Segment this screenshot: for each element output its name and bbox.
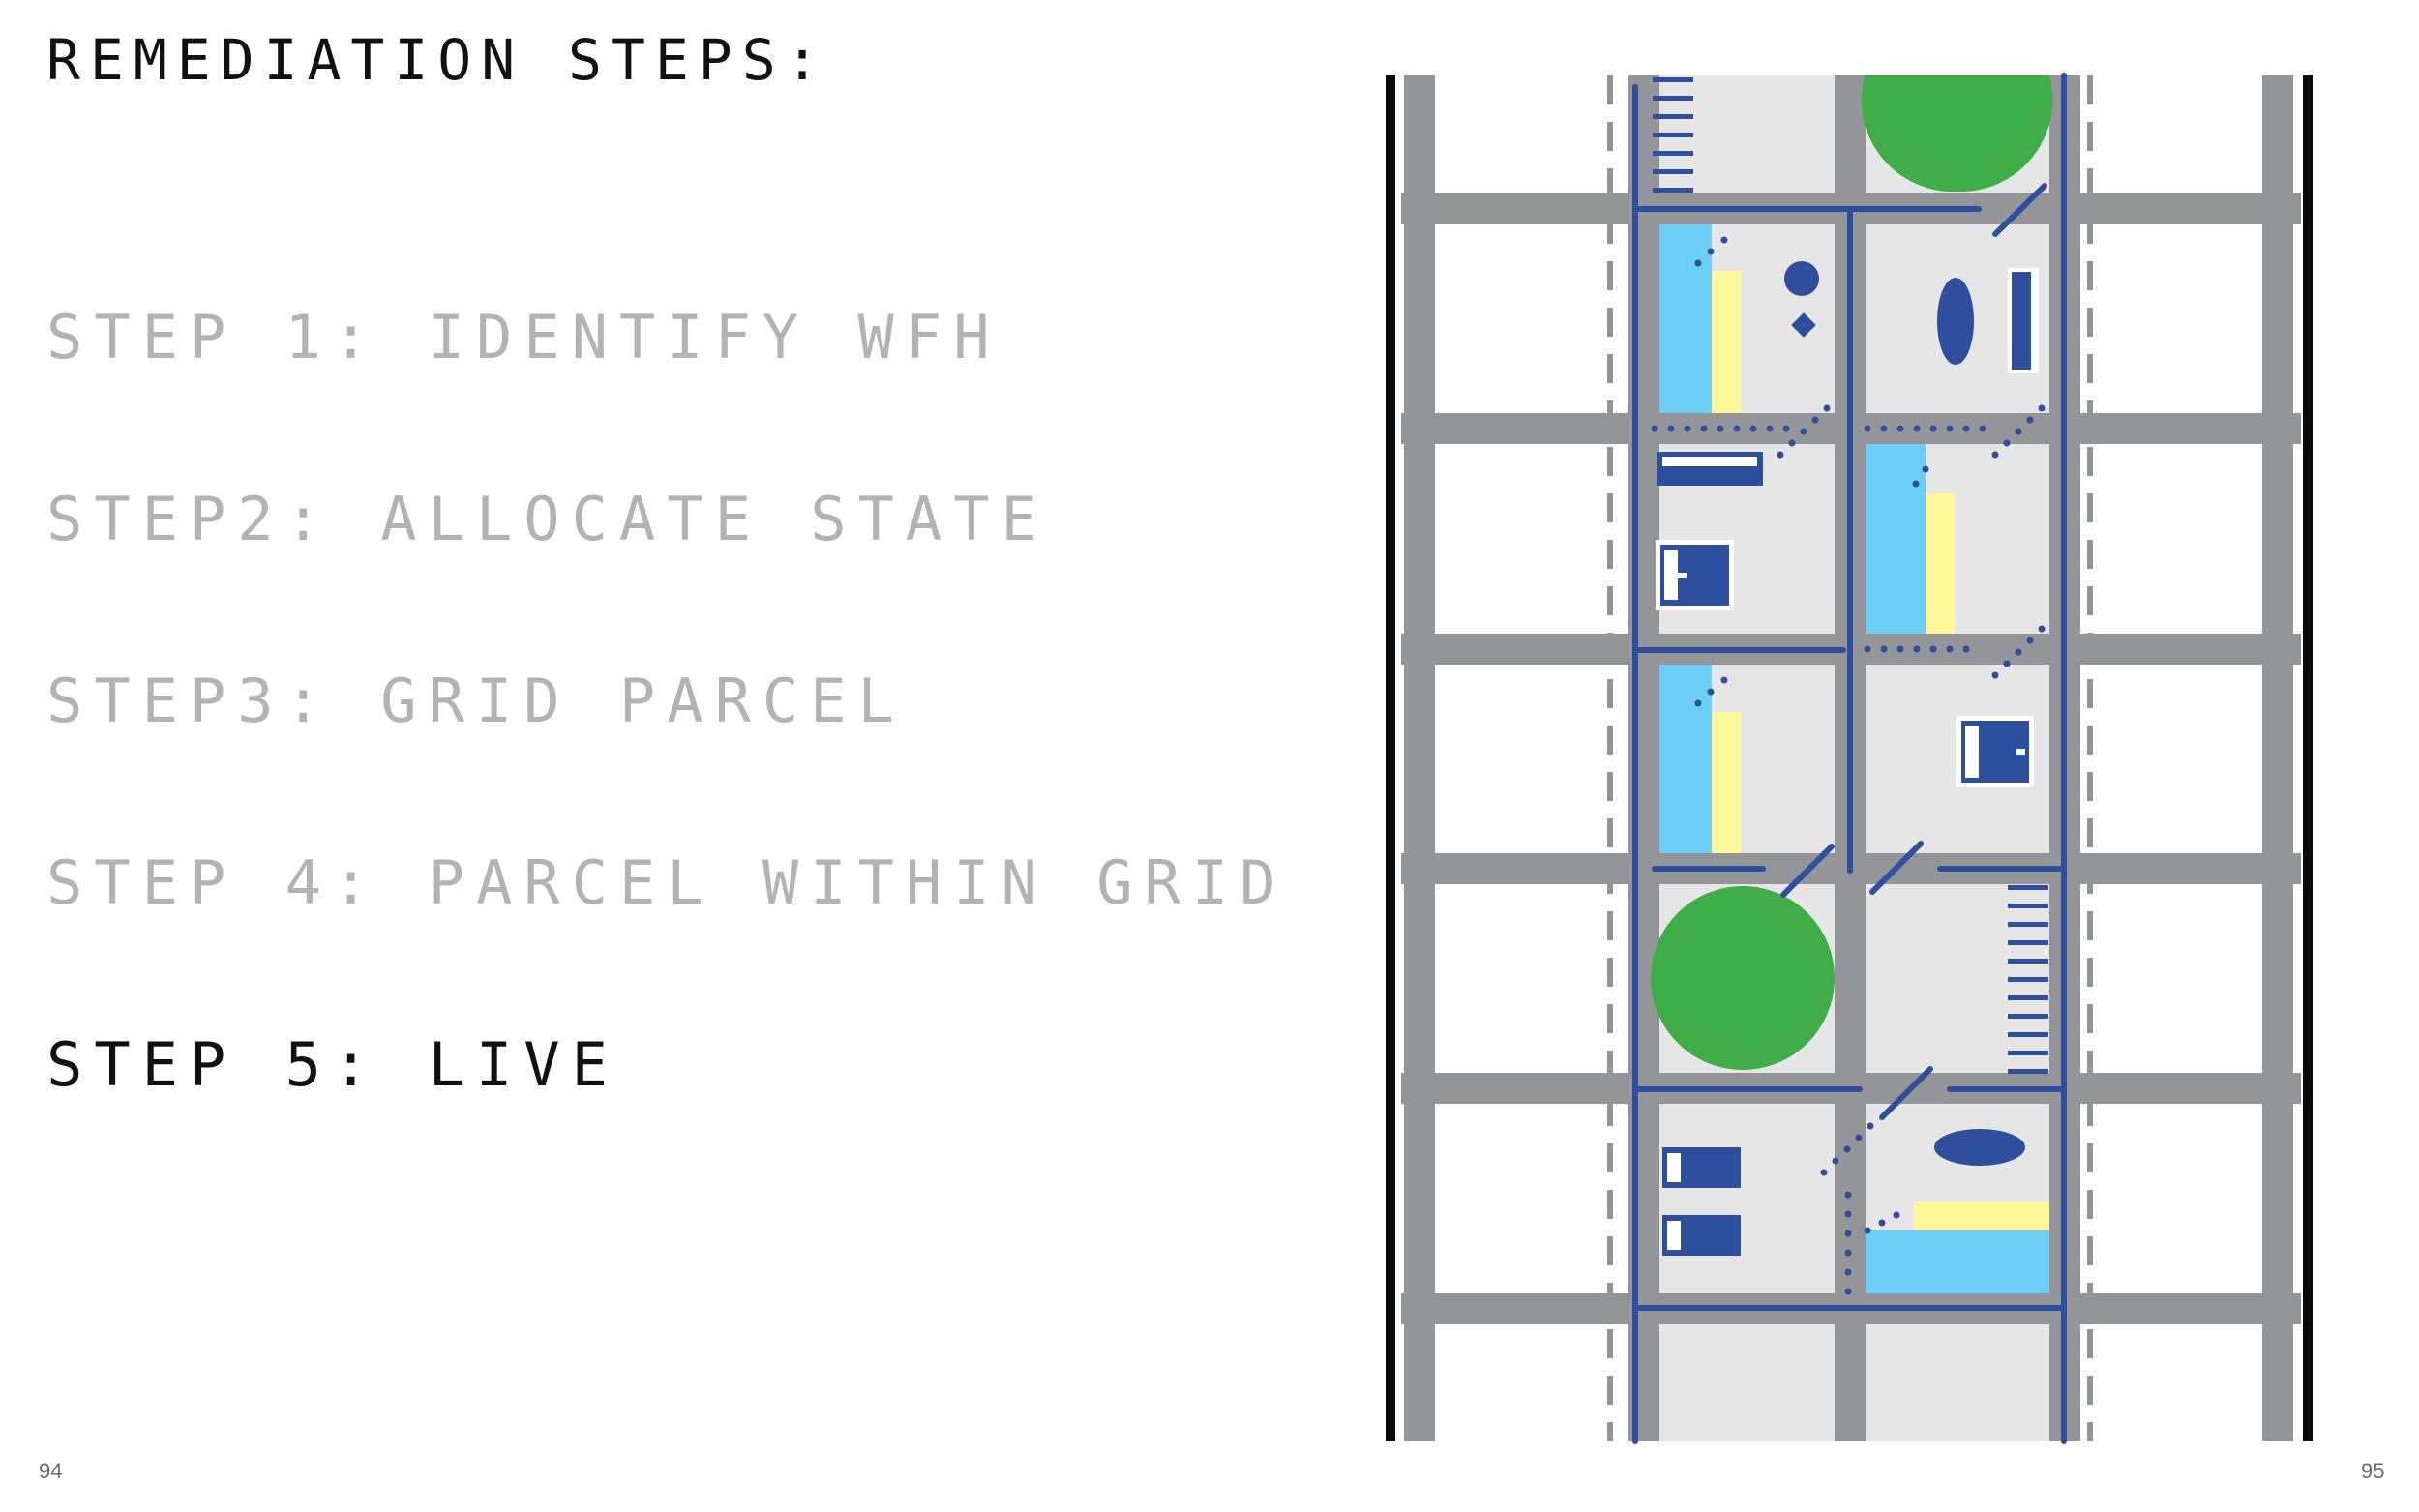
edge-line-west: [1386, 75, 1395, 1441]
step-5-label: STEP 5: LIVE: [46, 1029, 619, 1100]
tree-canopy-icon: [1651, 886, 1835, 1070]
page-number-right: 95: [2361, 1459, 2385, 1483]
furniture: [1656, 261, 2039, 1256]
sand-strip: [1712, 271, 1741, 413]
page-title: REMEDIATION STEPS:: [46, 27, 829, 93]
stair-icon: [1653, 77, 2048, 1074]
pool-icon: [1866, 444, 1926, 634]
table-icon: [1934, 1129, 2025, 1166]
step-2-label: STEP2: ALLOCATE STATE: [46, 484, 1049, 554]
pools: [1659, 224, 2049, 1293]
dashed-boundaries: [1607, 75, 2093, 1441]
road-vertical-west: [1404, 75, 1435, 1441]
sand-strip: [1712, 712, 1741, 853]
tree-canopy-icon: [1861, 75, 2053, 193]
road-vertical-east: [2262, 75, 2293, 1441]
step-3-label: STEP3: GRID PARCEL: [46, 666, 906, 736]
page-number-left: 94: [39, 1459, 63, 1483]
step-4-label: STEP 4: PARCEL WITHIN GRID: [46, 847, 1288, 918]
pool-icon: [1866, 1230, 2049, 1293]
sand-strip: [1926, 493, 1955, 634]
sand-strip: [1914, 1201, 2049, 1230]
table-icon: [1784, 261, 1819, 296]
edge-line-east: [2303, 75, 2313, 1441]
blue-paths: [1632, 73, 2067, 1444]
step-1-label: STEP 1: IDENTIFY WFH: [46, 302, 1001, 372]
pool-icon: [1659, 665, 1712, 853]
tree-canopies: [1651, 75, 2053, 1070]
dotted-walkways: [1651, 236, 2046, 1295]
table-icon: [1937, 278, 1974, 365]
pool-icon: [1659, 224, 1712, 413]
